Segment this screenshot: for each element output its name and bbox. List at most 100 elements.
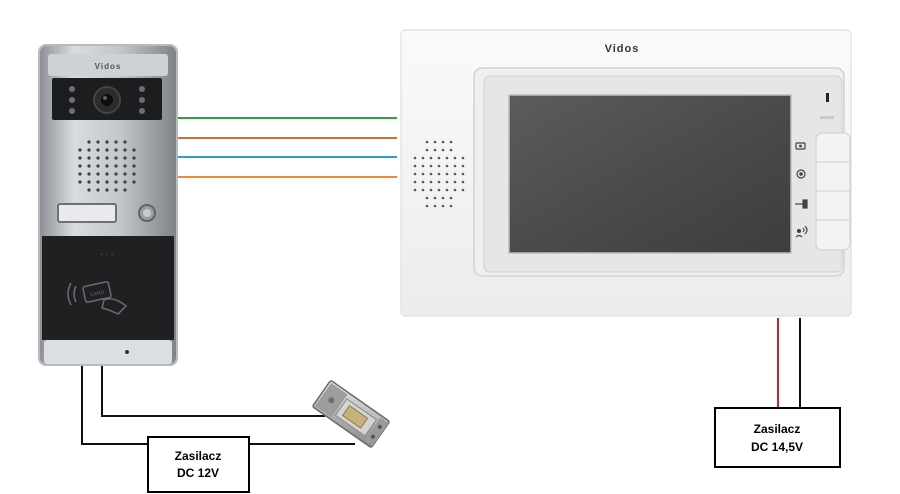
monitor-speaker-hole xyxy=(461,172,465,176)
speaker-hole xyxy=(78,156,82,160)
speaker-hole xyxy=(78,172,82,176)
speaker-hole xyxy=(114,188,118,192)
talk-icon xyxy=(795,225,808,238)
monitor-speaker-hole xyxy=(449,204,453,208)
speaker-hole xyxy=(123,148,127,152)
monitor-speaker-hole xyxy=(421,172,425,176)
monitor-speaker-hole xyxy=(445,164,449,168)
speaker-hole xyxy=(105,180,109,184)
speaker-hole xyxy=(96,164,100,168)
monitor-speaker-hole xyxy=(413,164,417,168)
monitor-speaker-hole xyxy=(437,164,441,168)
monitor-speaker-hole xyxy=(413,172,417,176)
card-icon xyxy=(67,281,128,315)
speaker-hole xyxy=(123,188,127,192)
speaker-hole xyxy=(87,172,91,176)
card-text: CARD xyxy=(90,289,105,298)
monitor-speaker-hole xyxy=(461,188,465,192)
monitor-speaker-hole xyxy=(413,188,417,192)
station-bottom-cap xyxy=(44,340,172,364)
monitor-speaker-hole xyxy=(433,196,437,200)
speaker-hole xyxy=(132,164,136,168)
speaker-hole xyxy=(132,148,136,152)
speaker-hole xyxy=(105,188,109,192)
monitor-speaker-hole xyxy=(437,172,441,176)
ir-led-icons xyxy=(69,86,145,114)
speaker-hole xyxy=(87,140,91,144)
video-monitor: Vidos xyxy=(400,29,852,317)
monitor-power-wires xyxy=(777,318,801,408)
monitor-speaker-hole xyxy=(421,180,425,184)
monitor-speaker-hole xyxy=(461,164,465,168)
speaker-hole xyxy=(132,156,136,160)
monitor-speaker-hole xyxy=(413,180,417,184)
monitor-speaker-hole xyxy=(429,188,433,192)
monitor-speaker-hole xyxy=(437,156,441,160)
monitor-speaker-hole xyxy=(425,196,429,200)
speaker-hole xyxy=(114,148,118,152)
monitor-screen xyxy=(508,94,792,254)
speaker-hole xyxy=(105,140,109,144)
monitor-brand: Vidos xyxy=(605,43,640,55)
monitor-speaker-hole xyxy=(445,156,449,160)
name-plate xyxy=(57,203,117,223)
speaker-hole xyxy=(114,180,118,184)
monitor-speaker-hole xyxy=(441,140,445,144)
record-icon xyxy=(796,169,806,179)
monitor-speaker-hole xyxy=(449,148,453,152)
monitor-speaker-hole xyxy=(453,172,457,176)
speaker-hole xyxy=(96,156,100,160)
speaker-hole xyxy=(132,180,136,184)
station-brand: Vidos xyxy=(95,62,122,71)
psu-monitor-box: Zasilacz DC 14,5V xyxy=(714,407,841,468)
monitor-speaker-hole xyxy=(441,148,445,152)
speaker-hole xyxy=(123,180,127,184)
psu-station-line1: Zasilacz xyxy=(175,449,222,463)
speaker-hole xyxy=(123,172,127,176)
speaker-hole xyxy=(114,156,118,160)
monitor-speaker-hole xyxy=(461,180,465,184)
psu-station-box: Zasilacz DC 12V xyxy=(147,436,250,493)
monitor-speaker-hole xyxy=(441,204,445,208)
speaker-hole xyxy=(114,164,118,168)
monitor-speaker-hole xyxy=(429,156,433,160)
monitor-speaker-grille xyxy=(413,140,465,208)
monitor-speaker-hole xyxy=(445,188,449,192)
speaker-hole xyxy=(105,164,109,168)
signal-wires xyxy=(178,117,397,178)
monitor-speaker-hole xyxy=(437,180,441,184)
monitor-speaker-hole xyxy=(445,172,449,176)
speaker-hole xyxy=(105,172,109,176)
speaker-hole xyxy=(96,148,100,152)
door-station: Vidos ● ○ ● CARD xyxy=(38,44,178,366)
monitor-speaker-hole xyxy=(425,140,429,144)
speaker-grille xyxy=(78,140,136,192)
monitor-speaker-hole xyxy=(429,172,433,176)
monitor-speaker-hole xyxy=(433,148,437,152)
microphone-icon xyxy=(125,350,129,354)
rfid-reader xyxy=(42,236,174,340)
key-icon xyxy=(795,199,808,209)
psu-station-line2: DC 12V xyxy=(177,466,219,480)
intercom-icon xyxy=(795,142,806,150)
speaker-hole xyxy=(87,180,91,184)
speaker-hole xyxy=(123,156,127,160)
monitor-speaker-hole xyxy=(437,188,441,192)
electric-strike-lock-icon xyxy=(312,380,390,448)
monitor-speaker-hole xyxy=(413,156,417,160)
monitor-speaker-hole xyxy=(421,188,425,192)
monitor-speaker-hole xyxy=(449,196,453,200)
monitor-speaker-hole xyxy=(449,140,453,144)
monitor-speaker-hole xyxy=(453,164,457,168)
monitor-speaker-hole xyxy=(421,156,425,160)
speaker-hole xyxy=(78,148,82,152)
monitor-speaker-hole xyxy=(429,164,433,168)
speaker-hole xyxy=(96,188,100,192)
monitor-speaker-hole xyxy=(433,204,437,208)
speaker-hole xyxy=(78,180,82,184)
monitor-speaker-hole xyxy=(453,156,457,160)
monitor-speaker-hole xyxy=(425,204,429,208)
speaker-hole xyxy=(96,140,100,144)
speaker-hole xyxy=(87,156,91,160)
speaker-hole xyxy=(132,172,136,176)
